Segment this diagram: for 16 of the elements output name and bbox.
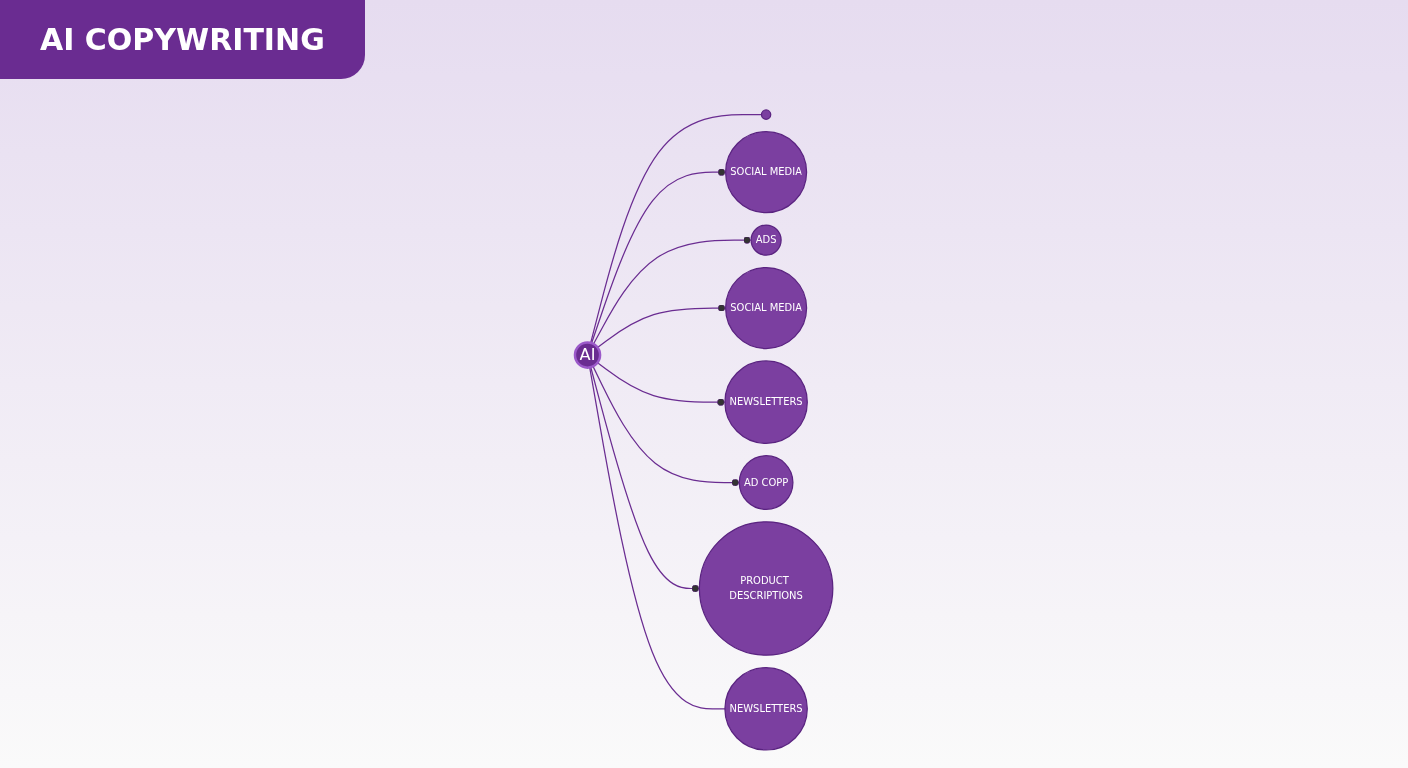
connector	[592, 365, 740, 487]
node-circle: SOCIAL MEDIA	[725, 131, 808, 214]
node-circle: NEWSLETTERS	[724, 360, 808, 444]
node-circle: PRODUCT DESCRIPTIONS	[698, 521, 834, 656]
node-circle	[760, 109, 772, 120]
connector	[590, 114, 763, 344]
title: AI COPYWRITING	[0, 0, 365, 79]
connector	[591, 168, 727, 344]
node-circle: NEWSLETTERS	[724, 667, 808, 751]
node-circle: AD COPP	[738, 455, 794, 510]
connector	[593, 236, 752, 345]
connector	[589, 366, 726, 710]
connector	[597, 362, 726, 406]
node-circle: ADS	[750, 224, 782, 256]
node-circle: AI	[573, 341, 602, 369]
node-circle: SOCIAL MEDIA	[725, 266, 808, 350]
